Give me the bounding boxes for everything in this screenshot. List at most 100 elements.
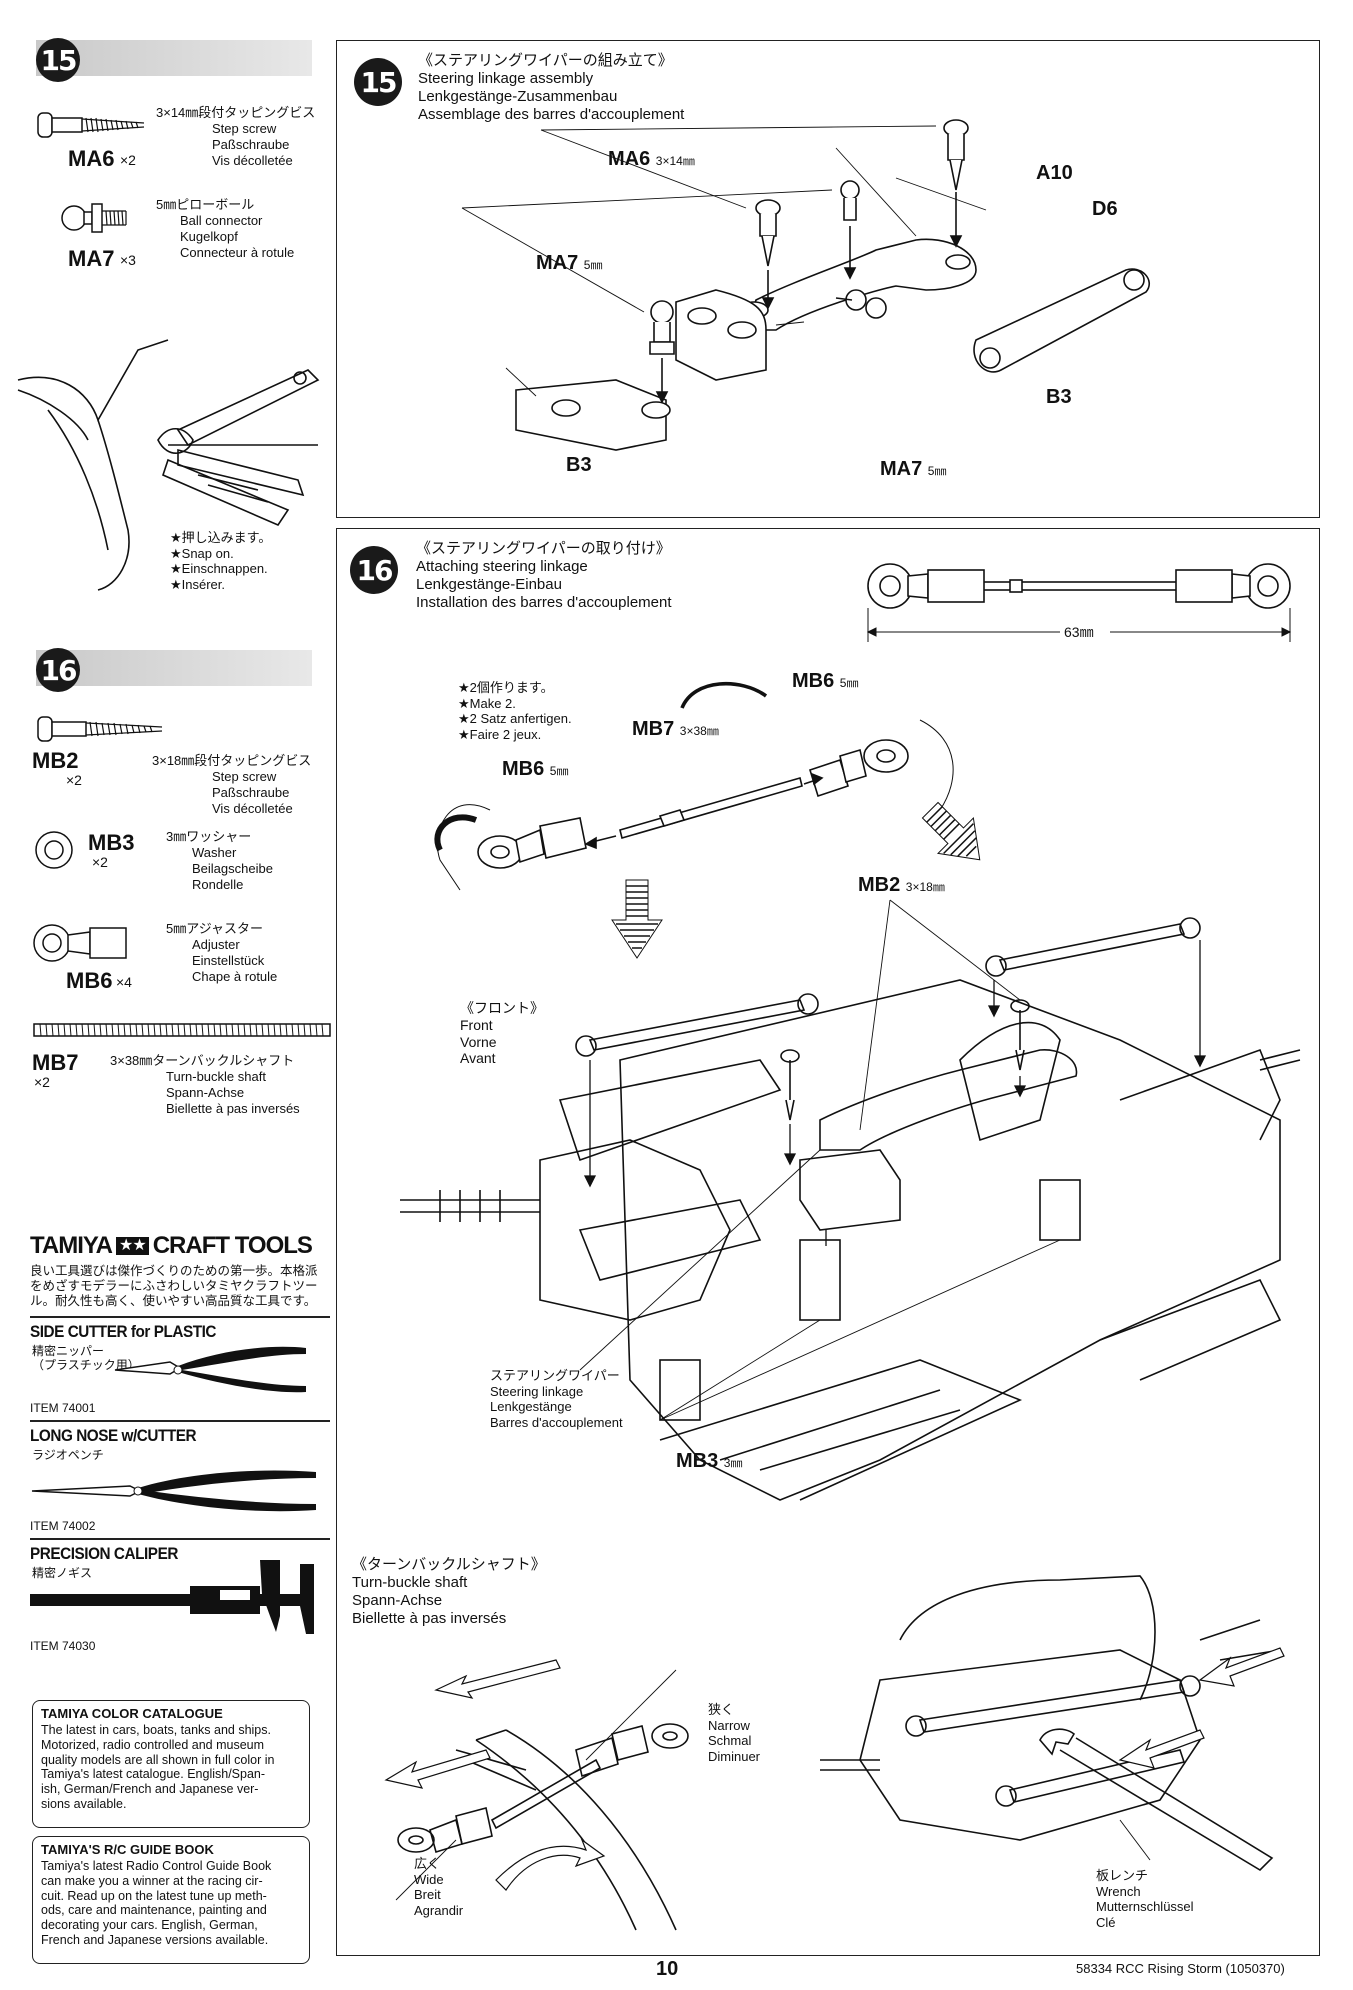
part-qty-ma7: ×3 <box>120 252 136 268</box>
tools-divider <box>30 1316 330 1318</box>
part-code-ma6: MA6 <box>68 146 115 171</box>
label-mb6a-code: MB6 <box>792 670 835 692</box>
step16-title-fr: Installation des barres d'accouplement <box>416 594 672 611</box>
craft-tools-text: CRAFT TOOLS <box>152 1232 313 1259</box>
make-two-de: ★2 Satz anfertigen. <box>458 711 572 727</box>
part-code-mb7: MB7 <box>32 1050 79 1075</box>
label-mb2-size: 3×18㎜ <box>905 880 945 894</box>
step15-panel <box>336 40 1320 518</box>
guide-line: Tamiya's latest Radio Control Guide Book <box>41 1859 272 1873</box>
label-mb2: MB2 3×18㎜ <box>858 874 945 897</box>
part-desc-ma7-en: Ball connector <box>180 213 263 228</box>
part-desc-ma7-fr: Connecteur à rotule <box>180 245 295 260</box>
craft-tools-intro-line: 良い工具選びは傑作づくりのための第一歩。本格派 <box>30 1264 318 1278</box>
make-two-en: ★Make 2. <box>458 695 516 711</box>
label-mb3-code: MB3 <box>676 1450 719 1472</box>
part-desc-mb6-ja: 5㎜アジャスター <box>166 921 264 936</box>
snap-on-note: ★押し込みます。 ★Snap on. ★Einschnappen. ★Insér… <box>170 530 271 592</box>
guide-line: can make you a winner at the racing cir- <box>41 1873 263 1888</box>
craft-tools-intro: 良い工具選びは傑作づくりのための第一歩。本格派 をめざすモデラーにふさわしいタミ… <box>30 1264 318 1309</box>
part-code-mb2: MB2 <box>32 748 79 773</box>
part-desc-mb7-fr: Biellette à pas inversés <box>166 1101 300 1116</box>
label-ma7b-code: MA7 <box>880 458 923 480</box>
narrow-label-en: Narrow <box>708 1717 750 1733</box>
label-b3-right: B3 <box>1046 386 1072 408</box>
label-ma6-size: 3×14㎜ <box>655 154 695 168</box>
part-desc-mb3-en: Washer <box>192 845 237 860</box>
part-desc-mb7-ja: 3×38㎜ターンバックルシャフト <box>110 1053 295 1068</box>
side-cutter-icon <box>114 1346 306 1393</box>
narrow-label-ja: 狭く <box>708 1702 735 1717</box>
wide-label-ja: 広く <box>414 1856 441 1871</box>
dimension-63mm: 63㎜ <box>1064 624 1094 640</box>
label-ma6: MA6 3×14㎜ <box>608 148 695 171</box>
tool-item-side-cutter: ITEM 74001 <box>30 1401 96 1415</box>
make-two-fr: ★Faire 2 jeux. <box>458 726 542 742</box>
tool-sub-line: （プラスチック用） <box>32 1358 140 1373</box>
wide-label-fr: Agrandir <box>414 1902 464 1918</box>
guide-body: Tamiya's latest Radio Control Guide Book… <box>41 1859 271 1948</box>
label-mb6a-size: 5㎜ <box>839 676 859 690</box>
make-two-note: ★2個作ります。 ★Make 2. ★2 Satz anfertigen. ★F… <box>458 680 572 742</box>
step15-title-en: Steering linkage assembly <box>418 70 594 87</box>
washer-icon <box>35 831 73 869</box>
part-qty-mb3: ×2 <box>92 854 108 870</box>
part-desc-mb2-ja: 3×18㎜段付タッピングビス <box>152 753 312 768</box>
steering-linkage-label-de: Lenkgestänge <box>490 1399 572 1415</box>
part-qty-ma6: ×2 <box>120 152 136 168</box>
label-b3-left: B3 <box>566 454 592 476</box>
part-desc-mb2-en: Step screw <box>212 769 277 784</box>
part-desc-ma7-de: Kugelkopf <box>180 229 238 244</box>
wide-label-en: Wide <box>414 1871 444 1887</box>
part-desc-ma6-fr: Vis décolletée <box>212 153 293 168</box>
catalogue-line: Tamiya's latest catalogue. English/Span- <box>41 1767 266 1782</box>
steering-linkage-label-ja: ステアリングワイパー <box>490 1368 620 1383</box>
wrench-label-en: Wrench <box>1096 1883 1141 1899</box>
label-mb7-size: 3×38㎜ <box>679 724 719 738</box>
step15-title-fr: Assemblage des barres d'accouplement <box>418 106 685 123</box>
front-label: 《フロント》 Front Vorne Avant <box>460 1000 544 1067</box>
snap-on-note-de: ★Einschnappen. <box>170 561 268 577</box>
label-mb7: MB7 3×38㎜ <box>632 718 719 741</box>
part-desc-ma6-en: Step screw <box>212 121 277 136</box>
wrench-adjust-diagram <box>820 1575 1285 1872</box>
tool-title-long-nose: LONG NOSE w/CUTTER <box>30 1426 197 1445</box>
guide-title: TAMIYA'S R/C GUIDE BOOK <box>41 1842 214 1857</box>
narrow-label: 狭く Narrow Schmal Diminuer <box>708 1702 760 1764</box>
ball-connector-icon <box>61 203 127 233</box>
label-ma7-code: MA7 <box>536 252 579 274</box>
wide-label: 広く Wide Breit Agrandir <box>414 1856 463 1918</box>
label-mb6-left: MB6 5㎜ <box>502 758 568 781</box>
narrow-label-de: Schmal <box>708 1733 752 1749</box>
wrench-label: 板レンチ Wrench Mutternschlüssel Clé <box>1096 1868 1194 1930</box>
label-mb6b-code: MB6 <box>502 758 545 780</box>
step16-panel-number: 16 <box>350 546 398 594</box>
front-label-de: Vorne <box>460 1033 497 1050</box>
page-number: 10 <box>656 1958 679 1980</box>
tamiya-craft-tools-logo: TAMIYA★★CRAFT TOOLS <box>30 1232 313 1260</box>
catalogue-line: ish, German/French and Japanese ver- <box>41 1782 259 1796</box>
adjuster-icon <box>33 924 127 962</box>
guide-line: decorating your cars. English, German, <box>41 1918 258 1932</box>
guide-line: cuit. Read up on the latest tune up meth… <box>41 1888 267 1903</box>
label-mb7-code: MB7 <box>632 718 675 740</box>
catalogue-line: sions available. <box>41 1796 127 1811</box>
label-ma7-size: 5㎜ <box>583 258 603 272</box>
label-mb2-code: MB2 <box>858 874 901 896</box>
turnbuckle-shaft-icon <box>33 1023 331 1037</box>
turnbuckle-adjust-en: Turn-buckle shaft <box>352 1574 468 1591</box>
front-label-ja: 《フロント》 <box>460 1000 544 1016</box>
step15-title: 《ステアリングワイパーの組み立て》 Steering linkage assem… <box>418 52 684 124</box>
part-desc-mb3-de: Beilagscheibe <box>192 861 273 876</box>
craft-tools-intro-line: ル。耐久性も高く、使いやすい高品質な工具です。 <box>30 1294 317 1308</box>
turnbuckle-adjust-title: 《ターンバックルシャフト》 Turn-buckle shaft Spann-Ac… <box>352 1556 546 1628</box>
step16-parts-header-bar <box>36 650 312 686</box>
part-desc-mb6-fr: Chape à rotule <box>192 969 278 984</box>
catalogue-line: quality models are all shown in full col… <box>41 1752 275 1767</box>
steering-linkage-label: ステアリングワイパー Steering linkage Lenkgestänge… <box>490 1368 623 1430</box>
part-desc-mb7-en: Turn-buckle shaft <box>166 1069 266 1084</box>
tool-sub-caliper: 精密ノギス <box>32 1566 92 1580</box>
tools-divider <box>30 1538 330 1540</box>
step-screw-icon <box>37 112 145 138</box>
tool-sub-line: ラジオペンチ <box>32 1448 104 1462</box>
